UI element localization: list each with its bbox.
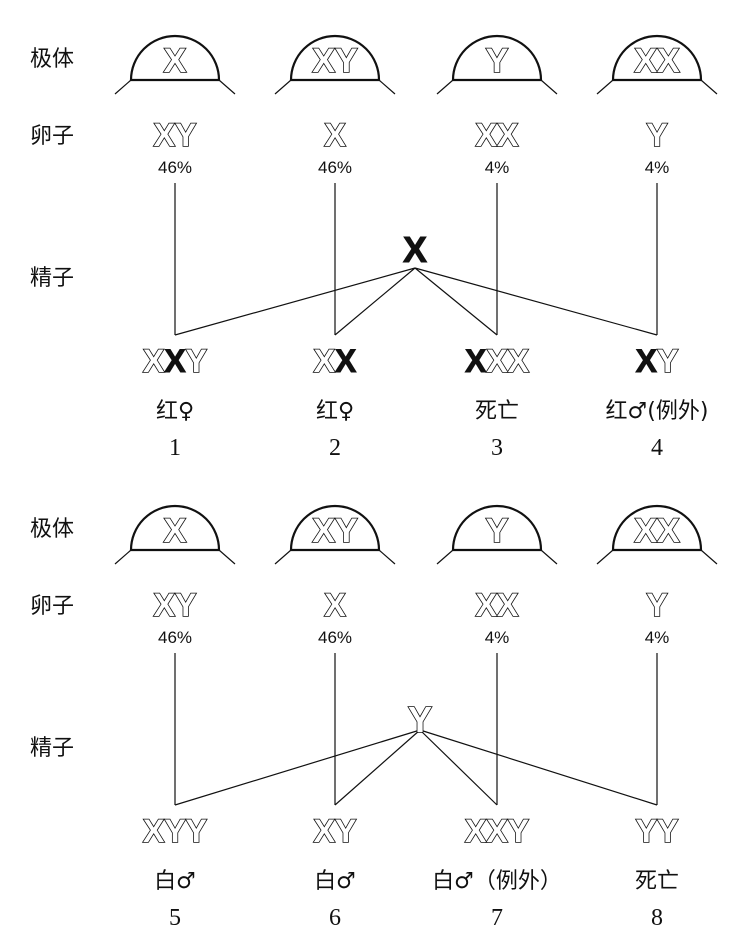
polar-body-base <box>436 79 558 95</box>
offspring-phenotype: 死亡 <box>635 869 679 894</box>
egg-genotype: XY <box>154 587 197 623</box>
egg-percent: 46% <box>318 158 352 177</box>
egg-genotype: X <box>324 117 346 153</box>
offspring-egg-part: X <box>314 343 336 379</box>
polar-body-base <box>274 549 396 565</box>
offspring-number: 2 <box>329 435 341 461</box>
sperm-label: 精子 <box>30 266 74 291</box>
polar-body-chromosome: XX <box>634 42 680 80</box>
offspring-genotype: XXX <box>465 343 530 379</box>
offspring-genotype: XY <box>314 813 357 849</box>
offspring-phenotype: 红♀ <box>156 399 194 424</box>
sperm-connector <box>419 729 498 806</box>
offspring-egg-part: XY <box>143 813 186 849</box>
polar-body-dome <box>129 504 221 552</box>
polar-body-dome <box>289 34 381 82</box>
polar-body-chromosome: Y <box>486 42 509 80</box>
polar-body-base <box>436 549 558 565</box>
egg-genotype: XY <box>154 117 197 153</box>
offspring-egg-tail: XX <box>486 343 529 379</box>
offspring-number: 7 <box>491 905 503 931</box>
polar-body-chromosome: X <box>164 512 187 550</box>
polar-body-label: 极体 <box>30 47 74 72</box>
polar-body-dome <box>129 34 221 82</box>
offspring-sperm-part: Y <box>657 813 678 849</box>
offspring-number: 6 <box>329 905 341 931</box>
offspring-egg-tail: Y <box>186 343 207 379</box>
egg-percent: 46% <box>158 158 192 177</box>
sperm-chromosome: X <box>403 229 427 270</box>
offspring-genotype: XXY <box>465 813 529 849</box>
egg-genotype: XX <box>476 587 519 623</box>
egg-percent: 4% <box>645 628 670 647</box>
polar-body-dome <box>611 34 703 82</box>
polar-body-dome <box>451 34 543 82</box>
offspring-number: 8 <box>651 905 663 931</box>
offspring-sperm-part: X <box>636 343 658 379</box>
offspring-phenotype: 红♂(例外) <box>606 399 709 424</box>
polar-body-dome <box>289 504 381 552</box>
offspring-genotype: XX <box>314 343 357 379</box>
polar-body-base <box>274 79 396 95</box>
offspring-egg-tail: Y <box>657 343 678 379</box>
egg-genotype: X <box>324 587 346 623</box>
offspring-egg-part: Y <box>636 813 657 849</box>
sperm-connector <box>414 267 658 336</box>
egg-label: 卵子 <box>30 124 74 149</box>
offspring-egg-part: X <box>314 813 336 849</box>
polar-body-chromosome: XX <box>634 512 680 550</box>
offspring-egg-part: X <box>143 343 165 379</box>
sperm-connector <box>174 729 421 806</box>
offspring-phenotype: 白♂ <box>154 869 196 894</box>
offspring-sperm-part: Y <box>186 813 207 849</box>
polar-body-chromosome: XY <box>312 42 358 80</box>
offspring-number: 1 <box>169 435 181 461</box>
offspring-phenotype: 白♂（例外） <box>432 869 562 894</box>
egg-label: 卵子 <box>30 594 74 619</box>
offspring-phenotype: 白♂ <box>314 869 356 894</box>
sperm-connector <box>414 267 498 336</box>
sperm-label: 精子 <box>30 736 74 761</box>
polar-body-base <box>596 79 718 95</box>
offspring-genotype: XY <box>636 343 679 379</box>
polar-body-chromosome: X <box>164 42 187 80</box>
sperm-chromosome: Y <box>408 699 432 740</box>
offspring-number: 5 <box>169 905 181 931</box>
offspring-phenotype: 红♀ <box>316 399 354 424</box>
egg-genotype: Y <box>646 117 667 153</box>
egg-percent: 46% <box>318 628 352 647</box>
egg-percent: 4% <box>645 158 670 177</box>
egg-percent: 4% <box>485 628 510 647</box>
offspring-sperm-part: X <box>164 343 186 379</box>
polar-body-dome <box>451 504 543 552</box>
sperm-connector <box>174 267 416 336</box>
sperm-connector <box>334 729 421 806</box>
offspring-number: 3 <box>491 435 503 461</box>
offspring-genotype: YY <box>636 813 679 849</box>
egg-genotype: XX <box>476 117 519 153</box>
polar-body-base <box>596 549 718 565</box>
sperm-connector <box>334 267 416 336</box>
sperm-connector <box>419 729 658 806</box>
egg-percent: 46% <box>158 628 192 647</box>
polar-body-base <box>114 549 236 565</box>
polar-body-dome <box>611 504 703 552</box>
offspring-genotype: XYY <box>143 813 207 849</box>
polar-body-chromosome: Y <box>486 512 509 550</box>
polar-body-label: 极体 <box>30 517 74 542</box>
offspring-sperm-part: X <box>335 343 357 379</box>
offspring-number: 4 <box>651 435 663 461</box>
egg-percent: 4% <box>485 158 510 177</box>
polar-body-chromosome: XY <box>312 512 358 550</box>
offspring-phenotype: 死亡 <box>475 399 519 424</box>
offspring-sperm-part: Y <box>508 813 529 849</box>
offspring-sperm-part: Y <box>335 813 356 849</box>
egg-genotype: Y <box>646 587 667 623</box>
offspring-sperm-part: X <box>465 343 487 379</box>
offspring-genotype: XXY <box>143 343 207 379</box>
offspring-egg-part: XX <box>465 813 508 849</box>
polar-body-base <box>114 79 236 95</box>
